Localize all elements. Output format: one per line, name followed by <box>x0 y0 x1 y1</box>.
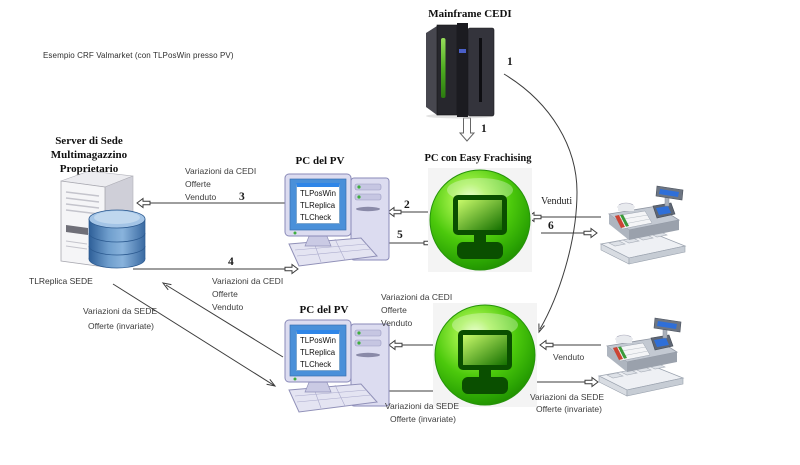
step-1-curve: 1 <box>507 56 513 68</box>
cash-register-top-icon <box>599 185 687 265</box>
register-display <box>652 185 684 219</box>
app-name-tlreplica: TLReplica <box>300 201 336 210</box>
pc-pv-bottom-title: PC del PV <box>299 304 349 316</box>
pc-keyboard <box>288 383 379 413</box>
easy-pc-bottom-icon <box>433 303 537 407</box>
diagram-subtitle: Esempio CRF Valmarket (con TLPosWin pres… <box>43 51 234 60</box>
mainframe-title: Mainframe CEDI <box>428 8 512 20</box>
server-icon <box>60 170 146 269</box>
cash-register-bottom-icon <box>597 317 685 397</box>
flow-label-venduto: Venduto <box>553 352 585 362</box>
flow-label-cedi-top: Variazioni da CEDI Offerte Venduto <box>185 166 257 202</box>
flow-label-cedi-mid: Variazioni da CEDI Offerte Venduto <box>212 276 284 312</box>
step-4: 4 <box>228 256 234 268</box>
mainframe-icon <box>426 23 495 119</box>
app-name-tlposwin: TLPosWin <box>300 336 336 345</box>
flow-line-venduto2 <box>539 339 601 351</box>
flow-label-sede-reg2-1: Variazioni da SEDE <box>530 392 605 402</box>
app-name-tlposwin: TLPosWin <box>300 189 336 198</box>
flow-line-4 <box>133 263 299 275</box>
easy-pc-top-icon <box>428 168 532 272</box>
flow-label-sede-reg2-2: Offerte (invariate) <box>536 404 602 414</box>
server-caption: TLReplica SEDE <box>29 276 93 286</box>
flow-line-3 <box>136 197 285 209</box>
pc-pv-bottom-app-list: TLPosWin TLReplica TLCheck <box>296 330 340 371</box>
register-body <box>608 202 681 240</box>
app-name-tlreplica: TLReplica <box>300 348 336 357</box>
pc-pv-top-app-list: TLPosWin TLReplica TLCheck <box>296 183 340 224</box>
step-2: 2 <box>404 199 410 211</box>
register-display <box>650 317 682 351</box>
pc-keyboard <box>288 237 379 267</box>
flow-label-sede-pc2-2: Offerte (invariate) <box>390 414 456 424</box>
step-6: 6 <box>548 220 554 232</box>
flow-line-1-curve <box>503 73 578 334</box>
register-drawer <box>599 231 687 265</box>
app-name-tlcheck: TLCheck <box>300 360 332 369</box>
pc-pv-top-title: PC del PV <box>295 155 345 167</box>
flow-line-venduti <box>527 211 601 223</box>
step-1-down: 1 <box>481 123 487 135</box>
flow-line-cedi-pc2 <box>388 339 436 351</box>
flow-line-2 <box>387 206 429 218</box>
flow-line-6 <box>541 227 598 239</box>
flow-label-sede-server-2: Offerte (invariate) <box>88 321 154 331</box>
flow-label-venduti: Venduti <box>541 196 573 207</box>
step-3: 3 <box>239 191 245 203</box>
step-5: 5 <box>397 229 403 241</box>
flow-line-sede-diagonal-down <box>112 283 277 387</box>
database-icon <box>88 209 146 269</box>
flow-label-sede-server-1: Variazioni da SEDE <box>83 306 158 316</box>
easy-pc-top-title: PC con Easy Frachising <box>424 153 532 164</box>
flow-arrow-1-down <box>458 117 476 142</box>
flow-label-sede-pc2-1: Variazioni da SEDE <box>385 401 460 411</box>
flow-line-sede-reg2 <box>533 376 599 388</box>
flow-label-cedi-bottom: Variazioni da CEDI Offerte Venduto <box>381 292 453 328</box>
app-name-tlcheck: TLCheck <box>300 213 332 222</box>
server-title: Server di Sede Multimagazzino Proprietar… <box>50 135 128 175</box>
flow-line-sede-diagonal-up <box>161 282 284 358</box>
